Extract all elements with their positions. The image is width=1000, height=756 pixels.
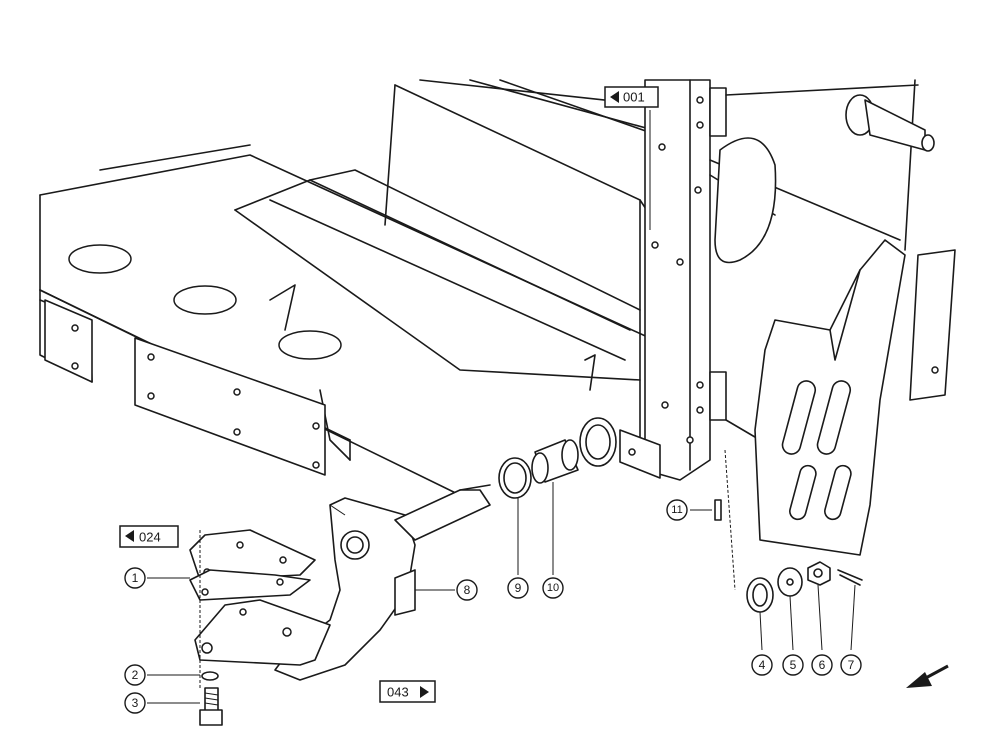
mounting-plates-part-1: [189, 529, 331, 666]
svg-text:5: 5: [790, 658, 797, 672]
svg-text:10: 10: [547, 582, 559, 594]
washer-part-9: [498, 457, 532, 499]
callout-4: 4: [751, 654, 773, 676]
callout-1: 1: [124, 567, 146, 589]
frame-hole: [173, 285, 237, 315]
svg-text:4: 4: [759, 658, 766, 672]
direction-arrow-icon: [906, 664, 949, 688]
small-left-plate: [44, 299, 93, 383]
svg-text:11: 11: [671, 504, 682, 516]
svg-text:043: 043: [387, 685, 409, 700]
arrow-left-icon: [125, 530, 134, 542]
hinge: [709, 87, 727, 137]
callout-5: 5: [782, 654, 804, 676]
callout-9: 9: [507, 577, 529, 599]
callout-10: 10: [542, 577, 564, 599]
arrow-right-icon: [420, 686, 429, 698]
svg-text:001: 001: [623, 90, 645, 105]
frame-hole: [278, 330, 342, 360]
bolt-part-3: [199, 687, 223, 726]
slotted-guard-plate: [754, 239, 906, 556]
hinge: [709, 371, 727, 421]
nut-part-6: [807, 561, 831, 586]
svg-text:3: 3: [132, 696, 139, 710]
reference-box-024: 024: [119, 525, 179, 548]
svg-text:9: 9: [515, 581, 522, 595]
svg-text:7: 7: [848, 658, 855, 672]
washer-part-5: [777, 567, 803, 597]
steering-knuckle-part-8: [274, 484, 491, 681]
callout-2: 2: [124, 664, 146, 686]
grease-fitting-part-11: [714, 499, 722, 521]
left-side-plate: [134, 337, 326, 476]
reference-box-001: 001: [604, 86, 659, 108]
seal-ring-part-10: [579, 417, 617, 467]
frame-hole: [68, 244, 132, 274]
bushing-part-10: [531, 439, 579, 484]
vertical-side-panel: [384, 79, 956, 481]
callout-7: 7: [840, 654, 862, 676]
callout-6: 6: [811, 654, 833, 676]
bushing-part-4: [746, 577, 774, 613]
reference-box-043: 043: [379, 680, 436, 703]
cotter-pin-part-7: [837, 569, 863, 586]
callout-3: 3: [124, 692, 146, 714]
callout-11: 11: [666, 499, 688, 521]
pivot-pin: [845, 94, 935, 152]
washer-part-2: [201, 671, 219, 681]
lower-bracket: [619, 429, 661, 479]
svg-text:8: 8: [464, 583, 471, 597]
svg-text:1: 1: [132, 571, 139, 585]
svg-text:6: 6: [819, 658, 826, 672]
svg-text:2: 2: [132, 668, 139, 682]
callout-8: 8: [456, 579, 478, 601]
arrow-left-icon: [610, 91, 619, 103]
svg-text:024: 024: [139, 530, 161, 545]
